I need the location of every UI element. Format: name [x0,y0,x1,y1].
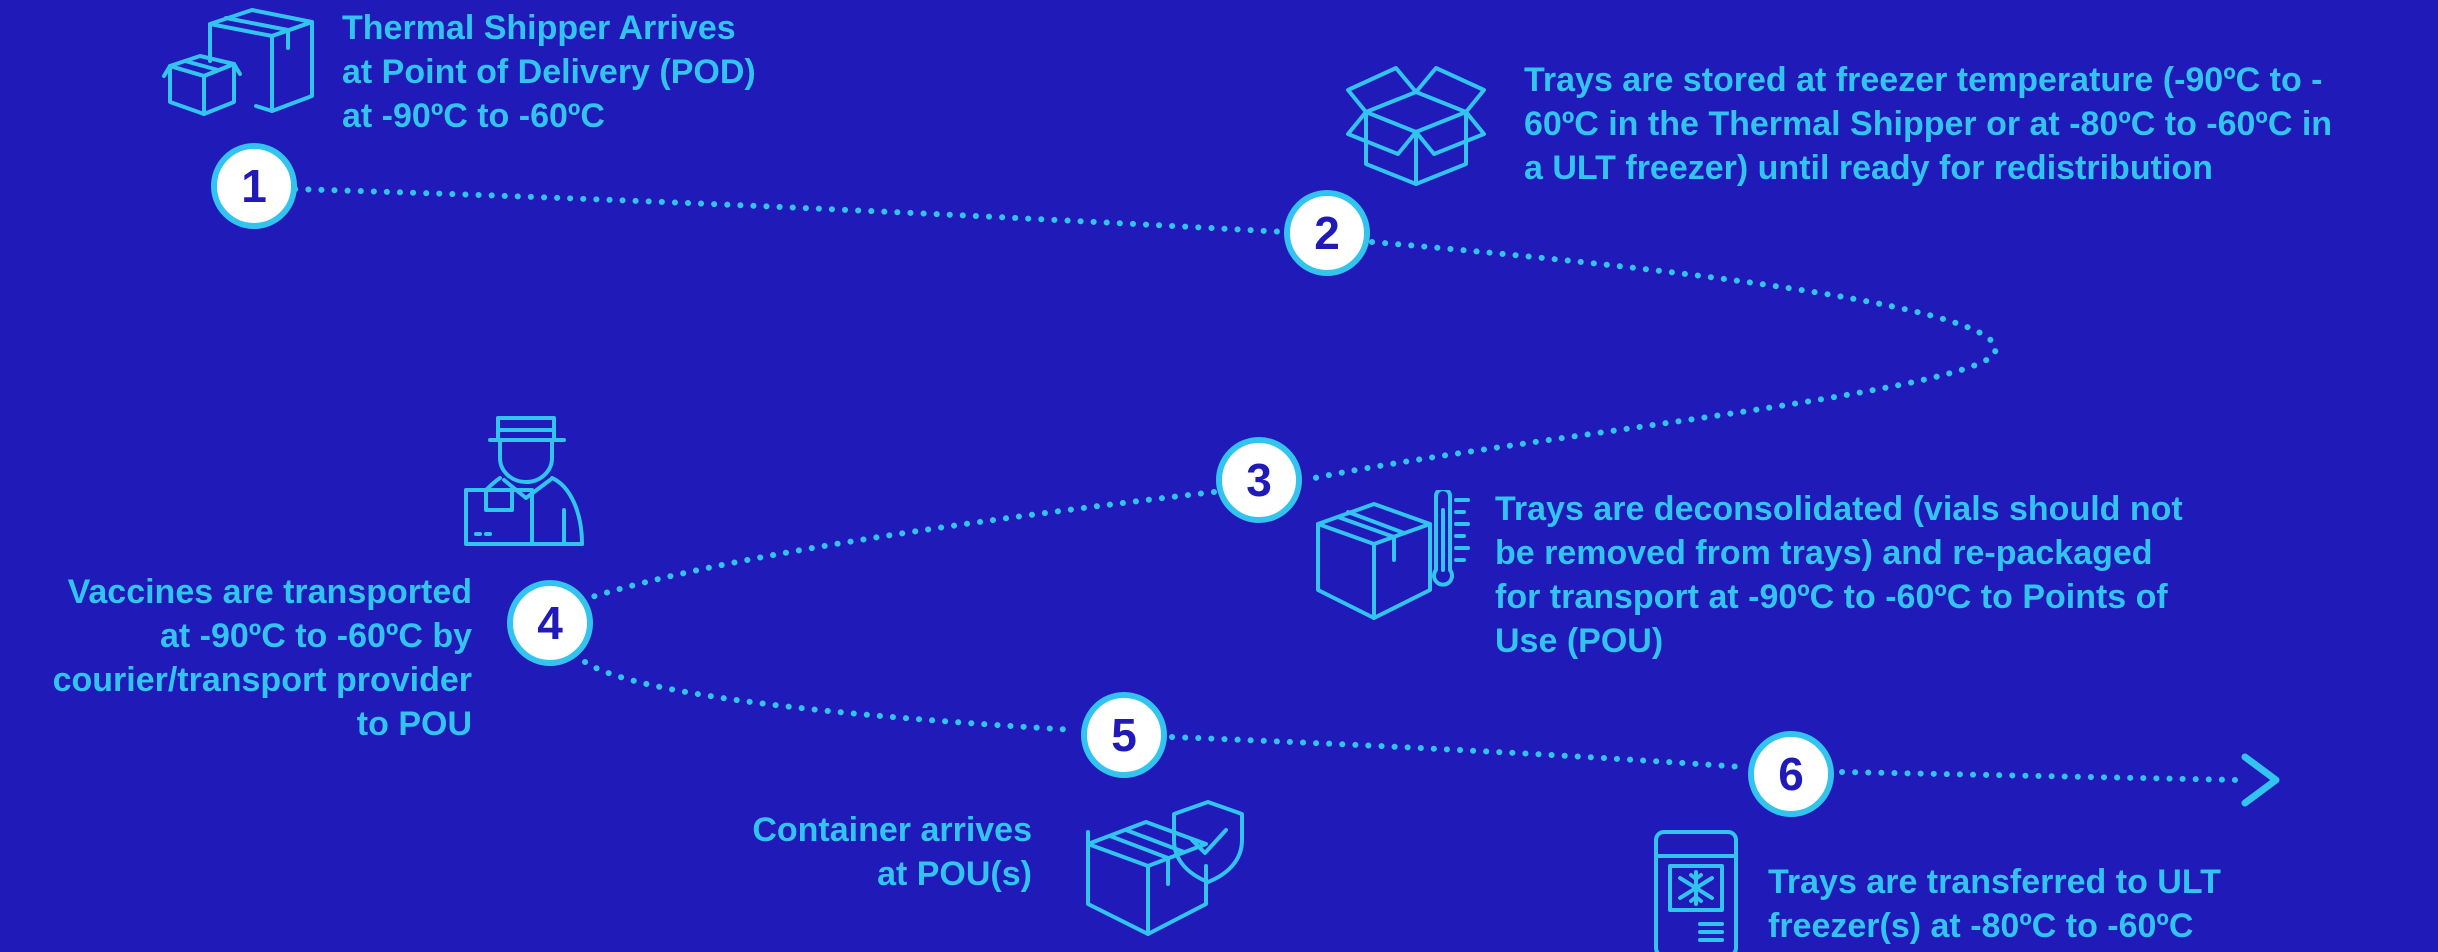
caption-line: Container arrives [752,811,1032,849]
ult-freezer-icon [1650,826,1742,952]
step-3-badge: 3 [1216,437,1302,523]
step-number: 5 [1111,709,1137,761]
box-with-shield-icon [1082,796,1248,940]
caption-line: at -90ºC to -60ºC [342,97,605,135]
step-5-caption: Container arrives at POU(s) [640,808,1032,896]
thermal-shipper-boxes-icon [160,6,320,118]
step-number: 2 [1314,207,1340,259]
caption-line: 60ºC in the Thermal Shipper or at -80ºC … [1524,105,2333,143]
step-5-badge: 5 [1081,692,1167,778]
step-number: 4 [537,597,563,649]
caption-line: Trays are transferred to ULT [1768,863,2221,901]
step-number: 6 [1778,748,1804,800]
caption-line: courier/transport provider [52,661,472,699]
step-1-caption: Thermal Shipper Arrives at Point of Deli… [342,6,756,138]
caption-line: to POU [356,705,472,743]
step-3-caption: Trays are deconsolidated (vials should n… [1495,487,2183,663]
caption-line: Use (POU) [1495,622,1664,660]
caption-line: be removed from trays) and re-packaged [1495,534,2153,572]
step-4-badge: 4 [507,580,593,666]
caption-line: Trays are deconsolidated (vials should n… [1495,490,2183,528]
caption-line: at Point of Delivery (POD) [342,53,756,91]
caption-line: Trays are stored at freezer temperature … [1524,61,2323,99]
open-box-icon [1344,56,1488,190]
step-2-badge: 2 [1284,190,1370,276]
caption-line: Thermal Shipper Arrives [342,9,736,47]
caption-line: for transport at -90ºC to -60ºC to Point… [1495,578,2168,616]
step-2-caption: Trays are stored at freezer temperature … [1524,58,2332,190]
step-6-caption: Trays are transferred to ULT freezer(s) … [1768,860,2221,948]
box-thermometer-icon [1312,490,1472,624]
courier-with-package-icon [460,414,588,548]
caption-line: Vaccines are transported [67,573,472,611]
step-1-badge: 1 [211,143,297,229]
caption-line: at -90ºC to -60ºC by [159,617,472,655]
step-4-caption: Vaccines are transported at -90ºC to -60… [0,570,472,746]
step-6-badge: 6 [1748,731,1834,817]
caption-line: freezer(s) at -80ºC to -60ºC [1768,907,2194,945]
step-number: 1 [241,160,267,212]
caption-line: a ULT freezer) until ready for redistrib… [1524,149,2213,187]
step-number: 3 [1246,454,1272,506]
arrow-right-icon [2241,753,2280,807]
caption-line: at POU(s) [877,855,1032,893]
